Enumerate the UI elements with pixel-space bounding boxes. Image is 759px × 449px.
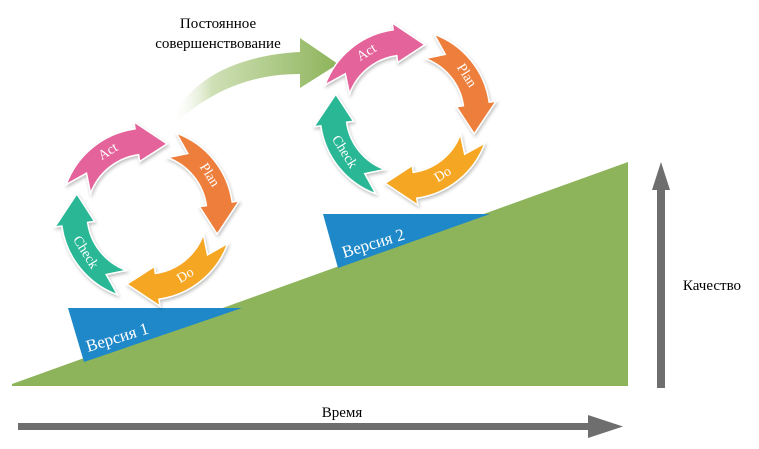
- cycle-segment-act: [64, 120, 169, 197]
- cycle-segment-check: [53, 192, 130, 297]
- improvement-label-line2: совершенствование: [155, 36, 281, 52]
- quality-axis-arrow: [652, 162, 670, 388]
- cycle-segment-do: [383, 131, 487, 207]
- version-1-step: [68, 308, 242, 362]
- time-axis-arrow: [18, 415, 623, 438]
- version-2-step: [323, 214, 490, 268]
- cycle-segment-plan: [422, 32, 498, 136]
- cycle-segment-check: [312, 92, 388, 196]
- quality-label: Качество: [683, 278, 741, 294]
- time-label: Время: [322, 405, 363, 421]
- improvement-label-line1: Постоянное: [180, 16, 257, 32]
- improvement-arrow: [170, 38, 338, 128]
- cycle-segment-act: [323, 21, 427, 97]
- cycle-segment-do: [125, 231, 230, 308]
- cycle-segment-plan: [164, 131, 241, 236]
